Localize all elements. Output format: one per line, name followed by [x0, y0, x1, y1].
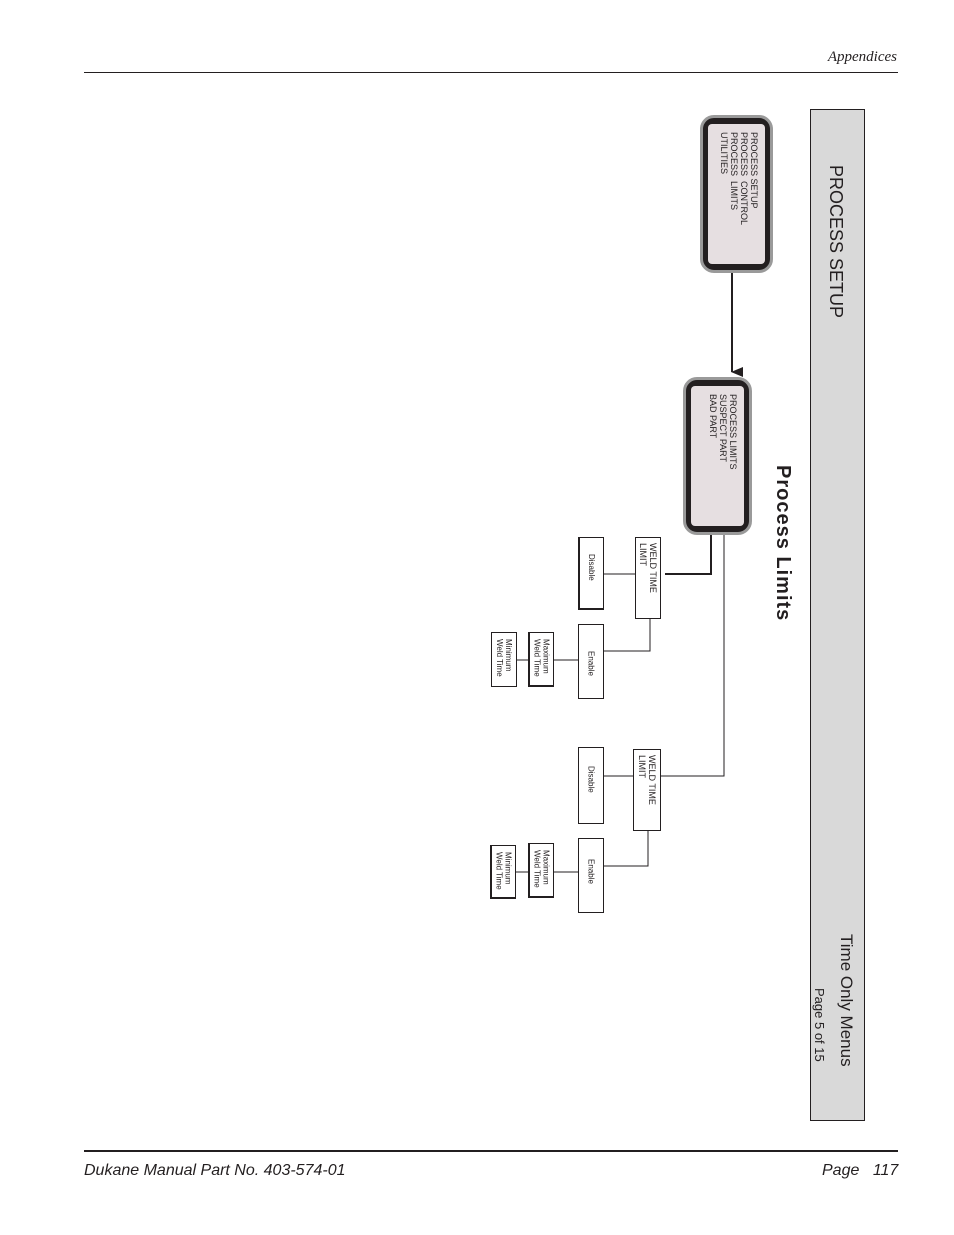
group1-maximum-label: Maximum Weld Time	[532, 639, 551, 677]
main-menu-screen: PROCESS SETUP PROCESS CONTROL PROCESS LI…	[700, 115, 773, 273]
group2-enable-label: Enable	[586, 859, 596, 884]
footer-page-number: Page 117	[822, 1162, 899, 1179]
group1-minimum-box: Minimum Weld Time	[491, 632, 517, 687]
limits-item-header: PROCESS LIMITS	[728, 394, 738, 470]
main-menu-text: PROCESS SETUP PROCESS CONTROL PROCESS LI…	[719, 132, 759, 225]
title-band	[810, 109, 865, 1121]
group1-weld-time-limit-label: WELD TIME LIMIT	[638, 543, 658, 593]
process-limits-screen: PROCESS LIMITS SUSPECT PART BAD PART	[683, 377, 752, 535]
group1-disable-label: Disable	[587, 554, 596, 581]
group2-disable-box: Disable	[578, 747, 604, 824]
band-subtitle: Time Only Menus	[837, 934, 856, 1067]
group2-minimum-box: Minimum Weld Time	[490, 845, 516, 899]
footer-manual-part: Dukane Manual Part No. 403-574-01	[84, 1162, 346, 1179]
group2-weld-time-limit-label: WELD TIME LIMIT	[637, 755, 657, 805]
group1-enable-box: Enable	[578, 624, 604, 699]
group1-enable-connector	[603, 619, 651, 652]
band-page-count: Page 5 of 15	[812, 988, 827, 1062]
menu-item-process-limits: PROCESS LIMITS	[729, 132, 739, 211]
group1-maximum-box: Maximum Weld Time	[528, 632, 554, 687]
group1-disable-box: Disable	[578, 537, 604, 610]
group1-enable-label: Enable	[586, 651, 596, 676]
group2-enable-box: Enable	[578, 838, 604, 913]
footer-rule	[84, 1150, 898, 1152]
group2-disable-label: Disable	[586, 766, 596, 793]
group2-maximum-label: Maximum Weld Time	[532, 850, 551, 888]
group2-minimum-label: Minimum Weld Time	[494, 852, 513, 890]
group1-minimum-label: Minimum Weld Time	[495, 639, 513, 677]
process-limits-text: PROCESS LIMITS SUSPECT PART BAD PART	[708, 394, 738, 470]
header-rule	[84, 72, 898, 73]
limits-item-suspect-part: SUSPECT PART	[718, 394, 728, 463]
menu-item-utilities: UTILITIES	[719, 132, 729, 175]
bad-part-connector	[661, 473, 725, 777]
band-title: PROCESS SETUP	[826, 165, 846, 319]
group1-weld-time-limit-box: WELD TIME LIMIT	[635, 537, 661, 619]
limits-item-bad-part: BAD PART	[708, 394, 718, 439]
group2-enable-connector	[603, 831, 649, 867]
menu-item-process-control: PROCESS CONTROL	[739, 132, 749, 226]
group2-maximum-box: Maximum Weld Time	[528, 843, 554, 898]
header-section-label: Appendices	[827, 49, 897, 65]
group2-weld-time-limit-box: WELD TIME LIMIT	[633, 749, 661, 831]
section-title: Process Limits	[772, 465, 794, 622]
menu-item-process-setup: PROCESS SETUP	[749, 132, 759, 209]
